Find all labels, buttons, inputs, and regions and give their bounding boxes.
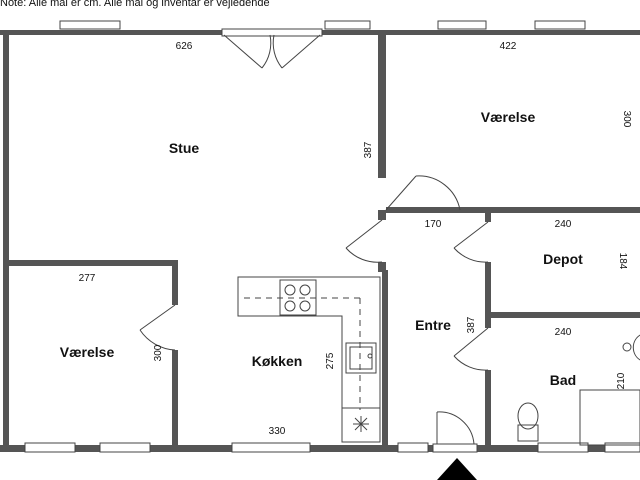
dim-entre-width: 170 xyxy=(425,219,442,230)
plan-note: Note: Alle mål er cm. Alle mål og invent… xyxy=(0,0,270,9)
kitchen-counter xyxy=(237,276,381,443)
dim-depot-width: 240 xyxy=(555,219,572,230)
room-label-vaerelse-left: Værelse xyxy=(60,344,115,360)
kitchen-sink-icon xyxy=(345,342,377,374)
stove-icon xyxy=(279,279,317,316)
dim-vaerelse-top-width: 422 xyxy=(500,41,517,52)
dim-vaerelse-top-depth: 300 xyxy=(621,111,632,128)
door-icons xyxy=(139,175,489,453)
dim-stue-depth: 387 xyxy=(363,141,374,158)
dim-vaerelse-left-width: 277 xyxy=(79,273,96,284)
bath-fixtures xyxy=(517,334,640,446)
entrance-arrow-icon xyxy=(437,458,477,480)
dim-entre-depth: 387 xyxy=(466,316,477,333)
walls xyxy=(0,30,640,452)
dim-vaerelse-left-depth: 300 xyxy=(153,344,164,361)
room-label-koekken: Køkken xyxy=(252,353,303,369)
room-label-stue: Stue xyxy=(169,140,200,156)
dim-bad-depth: 210 xyxy=(616,372,627,389)
dim-bad-width: 240 xyxy=(555,327,572,338)
dim-koekken-width: 330 xyxy=(269,426,286,437)
windows xyxy=(24,20,640,453)
room-label-depot: Depot xyxy=(543,251,583,267)
dim-stue-width: 626 xyxy=(176,41,193,52)
balcony-door-icon xyxy=(221,28,323,69)
room-label-bad: Bad xyxy=(550,372,576,388)
room-label-entre: Entre xyxy=(415,317,451,333)
room-label-vaerelse-top: Værelse xyxy=(481,109,536,125)
fan-icon xyxy=(353,416,369,432)
dim-koekken-depth: 275 xyxy=(325,352,336,369)
dim-depot-depth: 184 xyxy=(617,253,628,270)
